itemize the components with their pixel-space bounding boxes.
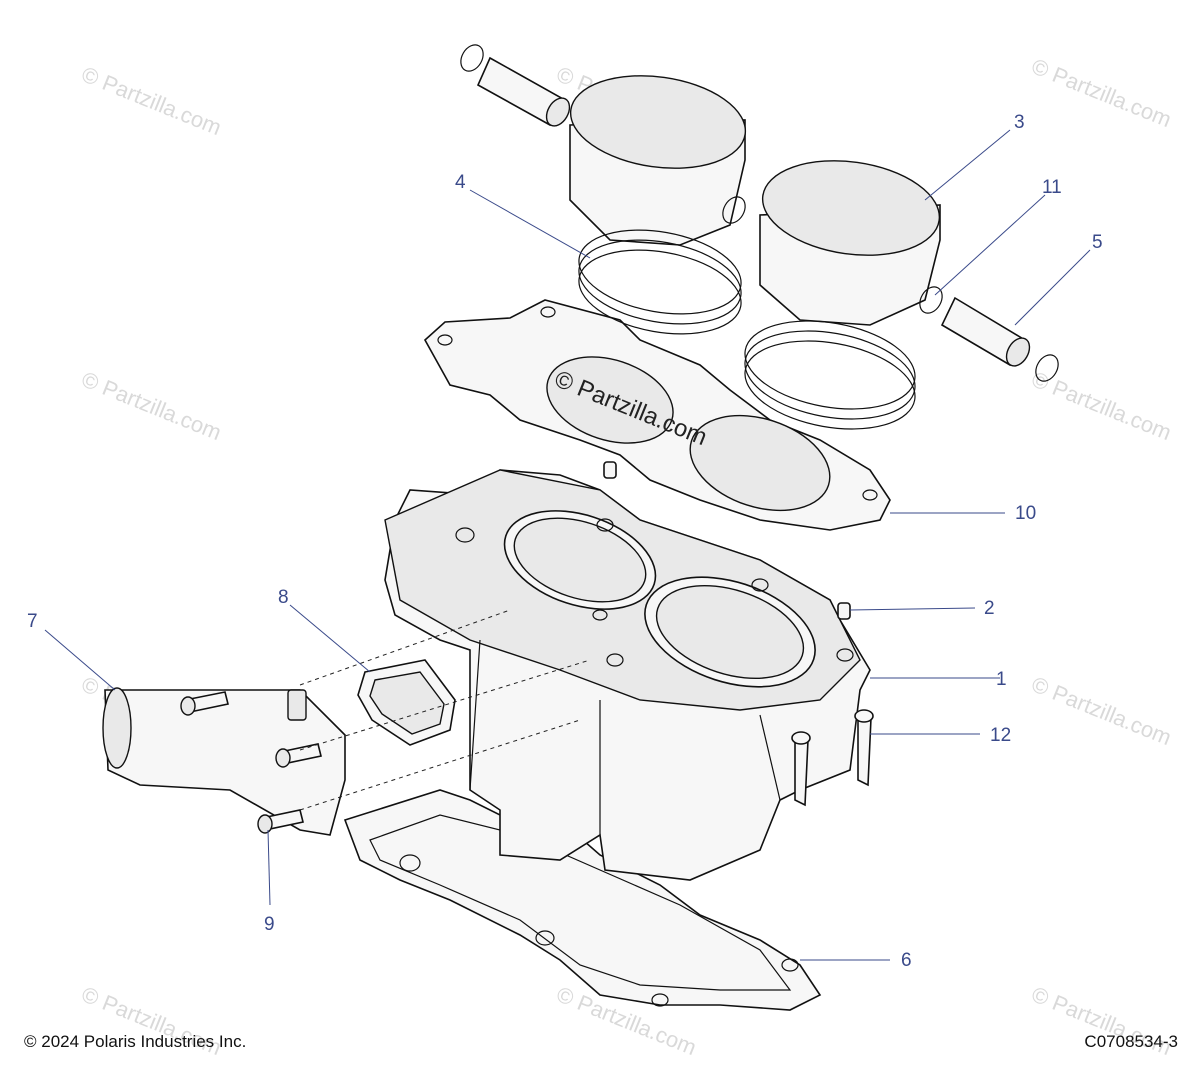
watermark: © Partzilla.com — [78, 61, 225, 140]
head-gasket-icon[interactable] — [423, 299, 891, 531]
leader-lines — [44, 129, 1091, 961]
callout-12: 12 — [990, 725, 1011, 746]
callout-3: 3 — [1014, 112, 1025, 133]
coolant-outlet-icon[interactable] — [102, 687, 346, 836]
callout-6: 6 — [901, 950, 912, 971]
stud-bolt-icon[interactable] — [791, 709, 874, 807]
watermark: © Partzilla.com — [1028, 366, 1175, 445]
watermark: © Partzilla.com — [78, 366, 225, 445]
o-ring-seal-icon[interactable] — [357, 659, 456, 746]
piston-icon[interactable] — [565, 65, 946, 326]
circlip-icon[interactable] — [456, 41, 1062, 385]
dowel-pin-icon[interactable] — [603, 461, 851, 620]
callout-8: 8 — [278, 587, 289, 608]
callout-10: 10 — [1015, 503, 1036, 524]
watermark: © Partzilla.com — [1028, 53, 1175, 132]
callout-7: 7 — [27, 611, 38, 632]
piston-pin-icon[interactable] — [476, 56, 1034, 370]
callout-labels: 1 2 3 4 5 6 7 8 9 10 11 12 — [27, 112, 1103, 971]
callout-11: 11 — [1042, 177, 1062, 198]
bolt-icon[interactable] — [180, 691, 322, 834]
assembly-lines — [299, 609, 591, 811]
watermark: © Partzilla.com — [1028, 671, 1175, 750]
callout-9: 9 — [264, 914, 275, 935]
copyright-text: © 2024 Polaris Industries Inc. — [24, 1032, 247, 1051]
callout-1: 1 — [996, 669, 1007, 690]
callout-2: 2 — [984, 598, 995, 619]
callout-4: 4 — [455, 172, 466, 193]
cylinder-block-icon[interactable] — [384, 469, 871, 881]
figure-code: C0708534-3 — [1084, 1032, 1178, 1051]
callout-5: 5 — [1092, 232, 1103, 253]
piston-ring-set-icon[interactable] — [572, 218, 922, 441]
